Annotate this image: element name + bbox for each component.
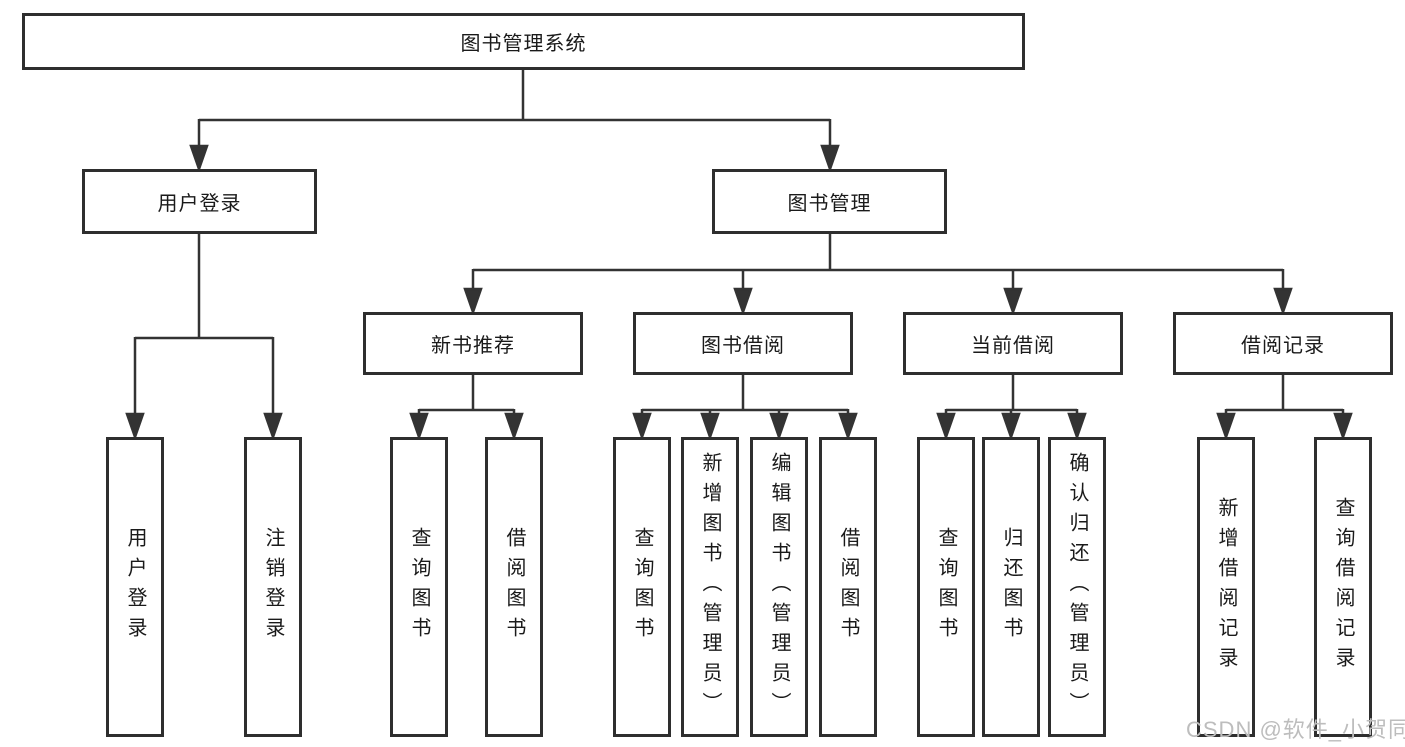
leaf-query-books-borrow: 查询图书	[613, 437, 671, 737]
leaf-user-login: 用户登录	[106, 437, 164, 737]
connector-user-login-branch	[125, 234, 283, 441]
connector-book-borrow-branch	[632, 375, 858, 441]
leaf-query-books-recommend: 查询图书	[390, 437, 448, 737]
arrow-down-icon	[1003, 287, 1023, 316]
connector-root-to-level2	[189, 70, 840, 173]
arrow-down-icon	[733, 287, 753, 316]
node-label: 借阅记录	[1241, 335, 1325, 357]
arrow-down-icon	[125, 412, 145, 441]
leaf-query-books-current: 查询图书	[917, 437, 975, 737]
node-book-borrow: 图书借阅	[633, 312, 853, 375]
node-label: 当前借阅	[971, 335, 1055, 357]
node-label: 图书管理系统	[460, 33, 587, 55]
arrow-down-icon	[409, 412, 429, 441]
arrow-down-icon	[1333, 412, 1353, 441]
leaf-add-borrow-record: 新增借阅记录	[1197, 437, 1255, 737]
connector-new-book-recommend-branch	[409, 375, 524, 441]
node-label: 查询图书	[935, 527, 957, 647]
leaf-borrow-books-recommend: 借阅图书	[485, 437, 543, 737]
node-label: 借阅图书	[503, 527, 525, 647]
connector-borrow-records-branch	[1216, 375, 1353, 441]
node-current-borrow: 当前借阅	[903, 312, 1123, 375]
arrow-down-icon	[263, 412, 283, 441]
arrow-down-icon	[632, 412, 652, 441]
leaf-edit-books-admin: 编辑图书（管理员）	[750, 437, 808, 737]
node-label: 用户登录	[157, 193, 242, 215]
node-label: 查询图书	[408, 527, 430, 647]
arrow-down-icon	[820, 144, 840, 173]
node-label: 用户登录	[124, 527, 146, 647]
node-user-login: 用户登录	[82, 169, 317, 234]
connector-current-borrow-branch	[936, 375, 1087, 441]
node-label: 查询图书	[631, 527, 653, 647]
leaf-add-books-admin: 新增图书（管理员）	[681, 437, 739, 737]
leaf-borrow-books: 借阅图书	[819, 437, 877, 737]
arrow-down-icon	[700, 412, 720, 441]
node-label: 借阅图书	[837, 527, 859, 647]
node-borrow-records: 借阅记录	[1173, 312, 1393, 375]
leaf-confirm-return-admin: 确认归还（管理员）	[1048, 437, 1106, 737]
arrow-down-icon	[838, 412, 858, 441]
arrow-down-icon	[504, 412, 524, 441]
node-label: 查询借阅记录	[1332, 497, 1354, 677]
csdn-watermark: CSDN @软件_小贺同学	[1186, 717, 1405, 742]
leaf-query-borrow-record: 查询借阅记录	[1314, 437, 1372, 737]
node-label: 编辑图书（管理员）	[768, 452, 790, 722]
arrow-down-icon	[936, 412, 956, 441]
connector-book-management-branch	[463, 234, 1293, 316]
arrow-down-icon	[769, 412, 789, 441]
leaf-logout: 注销登录	[244, 437, 302, 737]
arrow-down-icon	[189, 144, 209, 173]
node-label: 新书推荐	[431, 335, 515, 357]
node-label: 图书管理	[787, 193, 872, 215]
node-label: 注销登录	[262, 527, 284, 647]
node-root-system: 图书管理系统	[22, 13, 1025, 70]
arrow-down-icon	[1067, 412, 1087, 441]
node-label: 确认归还（管理员）	[1066, 452, 1088, 722]
node-label: 图书借阅	[701, 335, 785, 357]
arrow-down-icon	[463, 287, 483, 316]
arrow-down-icon	[1273, 287, 1293, 316]
arrow-down-icon	[1001, 412, 1021, 441]
node-book-management: 图书管理	[712, 169, 947, 234]
node-new-book-recommend: 新书推荐	[363, 312, 583, 375]
arrow-down-icon	[1216, 412, 1236, 441]
node-label: 新增借阅记录	[1215, 497, 1237, 677]
node-label: 归还图书	[1000, 527, 1022, 647]
leaf-return-books: 归还图书	[982, 437, 1040, 737]
node-label: 新增图书（管理员）	[699, 452, 721, 722]
